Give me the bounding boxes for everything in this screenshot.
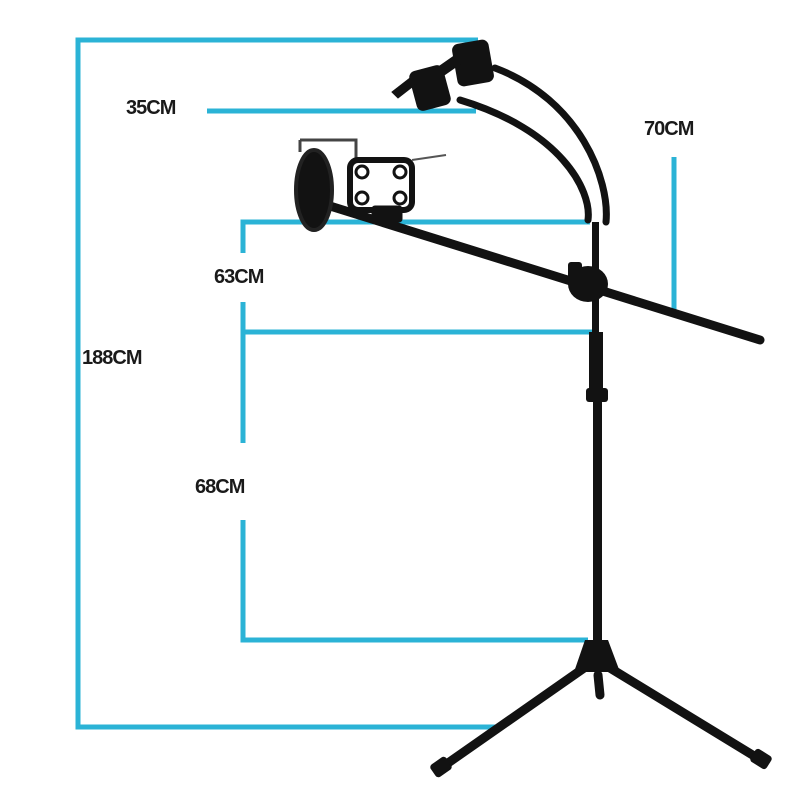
label-35cm: 35CM bbox=[126, 97, 176, 119]
tripod-hub bbox=[574, 640, 620, 672]
shock-mount bbox=[347, 154, 447, 223]
label-188cm: 188CM bbox=[82, 347, 142, 369]
label-70cm: 70CM bbox=[644, 118, 694, 140]
dimension-lines bbox=[75, 37, 677, 730]
stand-pole-upper bbox=[589, 332, 603, 392]
stand-pole-lower bbox=[593, 398, 602, 642]
tripod-leg-left bbox=[433, 663, 589, 775]
gooseneck-right bbox=[491, 64, 610, 226]
dim-line-188 bbox=[75, 37, 495, 730]
label-63cm: 63CM bbox=[214, 266, 264, 288]
microphone-stand bbox=[294, 39, 772, 778]
label-68cm: 68CM bbox=[195, 476, 245, 498]
dim-line-63 bbox=[240, 219, 590, 253]
boom-arm bbox=[325, 201, 765, 345]
tripod-leg-back bbox=[593, 670, 605, 700]
pop-filter bbox=[294, 138, 358, 232]
phone-holder-right bbox=[433, 39, 494, 87]
dim-line-68 bbox=[240, 520, 588, 643]
tripod-leg-right bbox=[605, 663, 769, 767]
gooseneck-left bbox=[456, 96, 592, 224]
